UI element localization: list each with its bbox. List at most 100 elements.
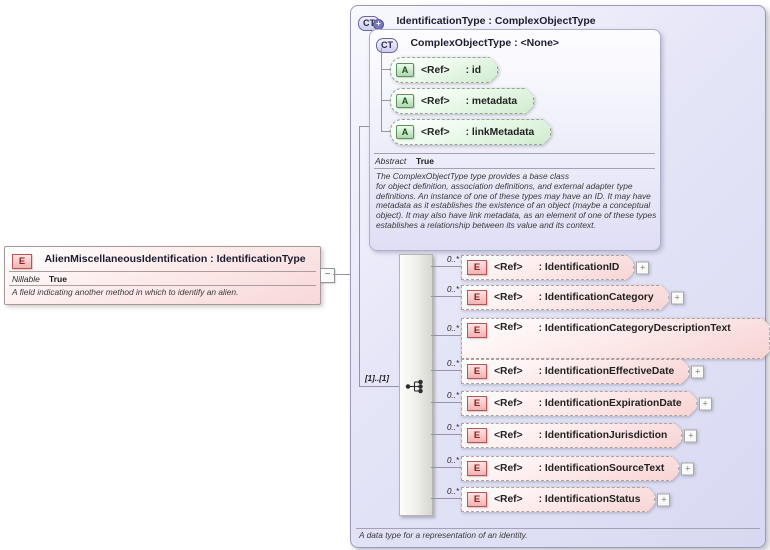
element-row[interactable]: E <Ref> : IdentificationEffectiveDate + <box>461 359 705 384</box>
connector-line <box>431 498 461 499</box>
connector-line <box>381 131 390 132</box>
cardinality-label: 0..* <box>446 255 459 264</box>
element-icon: E <box>467 260 487 275</box>
element-icon: E <box>467 396 487 411</box>
element-ref: <Ref> <box>494 430 523 441</box>
base-type-description-line1: The ComplexObjectType type provides a ba… <box>376 171 570 181</box>
expand-button[interactable]: + <box>657 493 671 506</box>
element-node-title: AlienMiscellaneousIdentification : Ident… <box>44 253 306 265</box>
element-row[interactable]: E <Ref> : IdentificationJurisdiction + <box>461 423 698 448</box>
base-type-title: ComplexObjectType : <None> <box>410 37 560 49</box>
expand-button[interactable]: + <box>681 462 695 475</box>
connector-line <box>381 100 390 101</box>
element-icon: E <box>467 492 487 507</box>
cardinality-label: 0..* <box>446 285 459 294</box>
abstract-value: True <box>416 156 434 166</box>
complex-type-plus-icon: CT+ <box>358 16 384 31</box>
divider <box>374 168 655 169</box>
element-row[interactable]: E <Ref> : IdentificationCategoryDescript… <box>461 318 770 359</box>
element-name: : IdentificationCategoryDescriptionText <box>538 323 731 334</box>
element-ref: <Ref> <box>494 494 523 505</box>
base-type-box: CT ComplexObjectType : <None> A <Ref> : … <box>369 29 661 251</box>
element-name: : IdentificationEffectiveDate <box>538 366 675 377</box>
complex-type-icon: CT <box>376 38 398 53</box>
type-annotation: A data type for a representation of an i… <box>359 530 528 540</box>
type-box-header: CT+ IdentificationType : ComplexObjectTy… <box>358 13 596 31</box>
element-row[interactable]: E <Ref> : IdentificationExpirationDate + <box>461 391 712 416</box>
complex-type-letters: CT <box>363 18 375 28</box>
element-ref: <Ref> <box>494 262 523 273</box>
element-row[interactable]: E <Ref> : IdentificationSourceText + <box>461 456 695 481</box>
connector-line <box>431 467 461 468</box>
collapse-toggle[interactable]: − <box>320 268 335 283</box>
cardinality-label: 0..* <box>446 487 459 496</box>
attribute-ref: <Ref> <box>421 126 450 138</box>
attribute-icon: A <box>396 94 414 108</box>
connector-line <box>359 126 360 387</box>
connector-line <box>359 386 399 387</box>
element-ref: <Ref> <box>494 322 523 333</box>
element-name: : IdentificationExpirationDate <box>538 398 682 409</box>
attribute-node: A <Ref> : metadata <box>390 88 534 114</box>
element-name: : IdentificationStatus <box>538 494 641 505</box>
cardinality-label: 0..* <box>446 456 459 465</box>
connector-line <box>431 402 461 403</box>
base-type-description-rest: for object definition, association defin… <box>376 180 657 230</box>
type-box: CT+ IdentificationType : ComplexObjectTy… <box>350 5 766 548</box>
element-row[interactable]: E <Ref> : IdentificationStatus + <box>461 487 671 512</box>
connector-line <box>381 69 390 70</box>
element-icon: E <box>467 428 487 443</box>
nillable-value: True <box>49 274 67 284</box>
element-ref: <Ref> <box>494 463 523 474</box>
attribute-icon: A <box>396 63 414 77</box>
expand-button[interactable]: + <box>670 291 684 304</box>
divider <box>9 271 316 272</box>
expand-button[interactable]: + <box>636 261 650 274</box>
element-icon: E <box>467 323 487 338</box>
element-row[interactable]: E <Ref> : IdentificationID + <box>461 255 650 280</box>
element-ref: <Ref> <box>494 366 523 377</box>
expand-button[interactable]: + <box>691 365 705 378</box>
element-name: : IdentificationCategory <box>538 292 654 303</box>
cardinality-label: 0..* <box>446 391 459 400</box>
element-icon: E <box>12 254 32 269</box>
element-icon: E <box>467 290 487 305</box>
attribute-name: : metadata <box>465 95 518 107</box>
element-ref: <Ref> <box>494 292 523 303</box>
cardinality-label: 0..* <box>446 423 459 432</box>
element-node-box: E AlienMiscellaneousIdentification : Ide… <box>4 246 321 305</box>
base-type-header: CT ComplexObjectType : <None> <box>376 35 559 53</box>
attribute-tree-line <box>381 48 382 131</box>
connector-line <box>431 266 461 267</box>
attribute-ref: <Ref> <box>421 95 450 107</box>
attribute-node: A <Ref> : id <box>390 57 498 83</box>
base-type-description: The ComplexObjectType type provides a ba… <box>376 171 657 231</box>
connector-line <box>431 434 461 435</box>
attribute-name: : id <box>465 64 482 76</box>
element-node-description: A field indicating another method in whi… <box>12 287 239 297</box>
divider <box>9 285 316 286</box>
connector-line <box>359 126 369 127</box>
attribute-node: A <Ref> : linkMetadata <box>390 119 551 145</box>
element-icon: E <box>467 461 487 476</box>
cardinality-label: 0..* <box>446 359 459 368</box>
connector-line <box>431 296 461 297</box>
element-badge-row: E AlienMiscellaneousIdentification : Ide… <box>12 251 306 269</box>
attribute-name: : linkMetadata <box>465 126 535 138</box>
element-row[interactable]: E <Ref> : IdentificationCategory + <box>461 285 684 310</box>
connector-line <box>431 370 461 371</box>
divider <box>374 153 655 154</box>
divider <box>356 528 760 529</box>
connector-line <box>333 274 359 275</box>
element-icon: E <box>467 364 487 379</box>
abstract-label: Abstract <box>375 156 407 166</box>
nillable-label: Nillable <box>12 274 40 284</box>
element-name: : IdentificationJurisdiction <box>538 430 668 441</box>
sequence-bar <box>399 254 433 516</box>
expand-button[interactable]: + <box>684 429 698 442</box>
connector-line <box>431 335 461 336</box>
expand-button[interactable]: + <box>698 397 712 410</box>
element-ref: <Ref> <box>494 398 523 409</box>
type-box-title: IdentificationType : ComplexObjectType <box>396 15 596 27</box>
sequence-icon <box>405 379 423 394</box>
